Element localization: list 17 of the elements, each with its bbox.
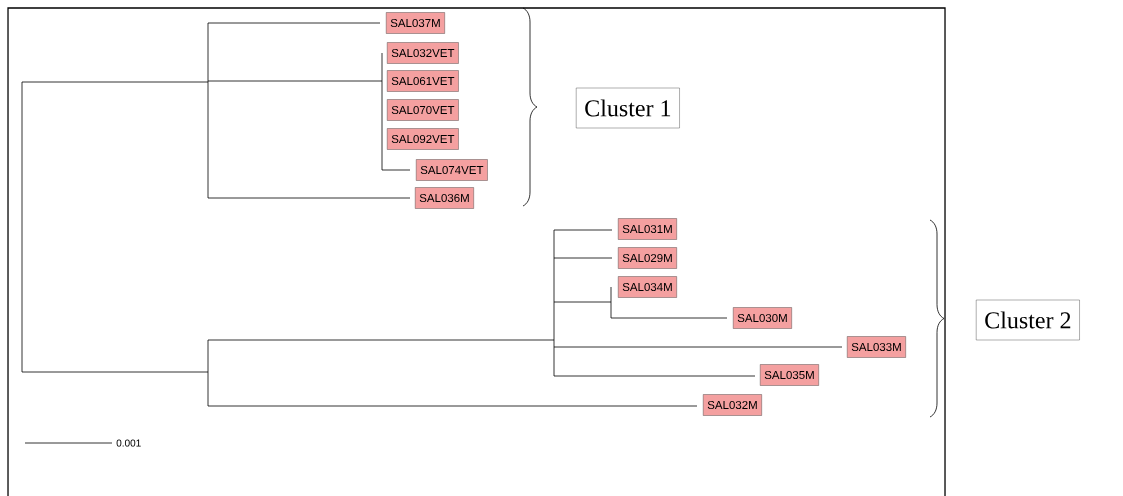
taxon-label-box: SAL061VET xyxy=(387,70,459,92)
taxon-label-box: SAL031M xyxy=(618,218,677,240)
taxon-label-box: SAL032M xyxy=(703,394,762,416)
taxon-label-box: SAL070VET xyxy=(387,99,459,121)
cluster-label-box: Cluster 1 xyxy=(576,87,680,129)
taxon-label-box: SAL037M xyxy=(386,12,445,34)
taxon-label-box: SAL036M xyxy=(415,187,474,209)
taxon-label-box: SAL074VET xyxy=(416,159,488,181)
taxon-label-box: SAL034M xyxy=(618,276,677,298)
cluster-label-box: Cluster 2 xyxy=(976,299,1080,341)
taxon-label-box: SAL030M xyxy=(733,307,792,329)
taxon-label-box: SAL092VET xyxy=(387,128,459,150)
scale-label: 0.001 xyxy=(116,439,141,447)
taxon-label-box: SAL032VET xyxy=(387,42,459,64)
taxon-label-box: SAL033M xyxy=(847,336,906,358)
taxon-label-box: SAL035M xyxy=(760,364,819,386)
taxon-label-box: SAL029M xyxy=(618,247,677,269)
